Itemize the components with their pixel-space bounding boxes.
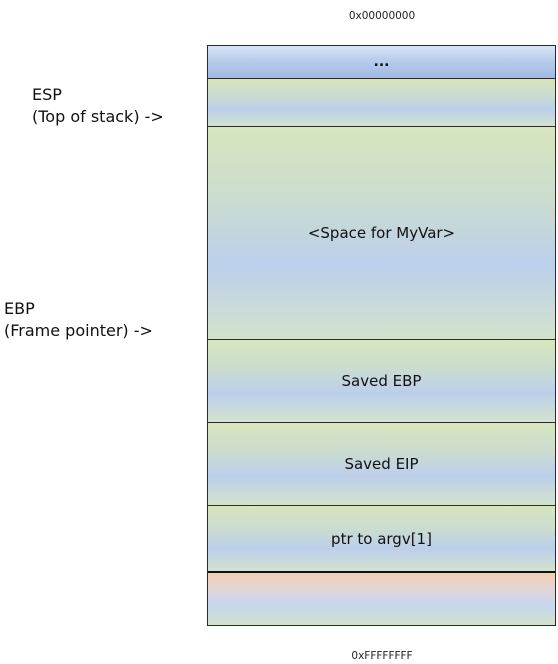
stack-cell-saved-ebp: Saved EBP	[208, 339, 555, 422]
stack-cell-esp-region	[208, 78, 555, 126]
esp-name: ESP	[32, 85, 62, 104]
esp-pointer-label: ESP (Top of stack) ->	[32, 84, 164, 128]
stack-cell-ellipsis: ...	[208, 46, 555, 78]
ebp-description: (Frame pointer) ->	[4, 321, 153, 340]
stack-cell-bottom	[208, 571, 555, 625]
bottom-address-label: 0xFFFFFFFF	[351, 650, 413, 662]
stack-diagram: ... <Space for MyVar> Saved EBP Saved EI…	[207, 45, 556, 626]
ebp-pointer-label: EBP (Frame pointer) ->	[4, 298, 153, 342]
stack-cell-myvar: <Space for MyVar>	[208, 126, 555, 339]
stack-cell-saved-eip: Saved EIP	[208, 422, 555, 505]
ebp-name: EBP	[4, 299, 35, 318]
top-address-label: 0x00000000	[348, 10, 416, 22]
stack-cell-argv: ptr to argv[1]	[208, 505, 555, 572]
esp-description: (Top of stack) ->	[32, 107, 164, 126]
